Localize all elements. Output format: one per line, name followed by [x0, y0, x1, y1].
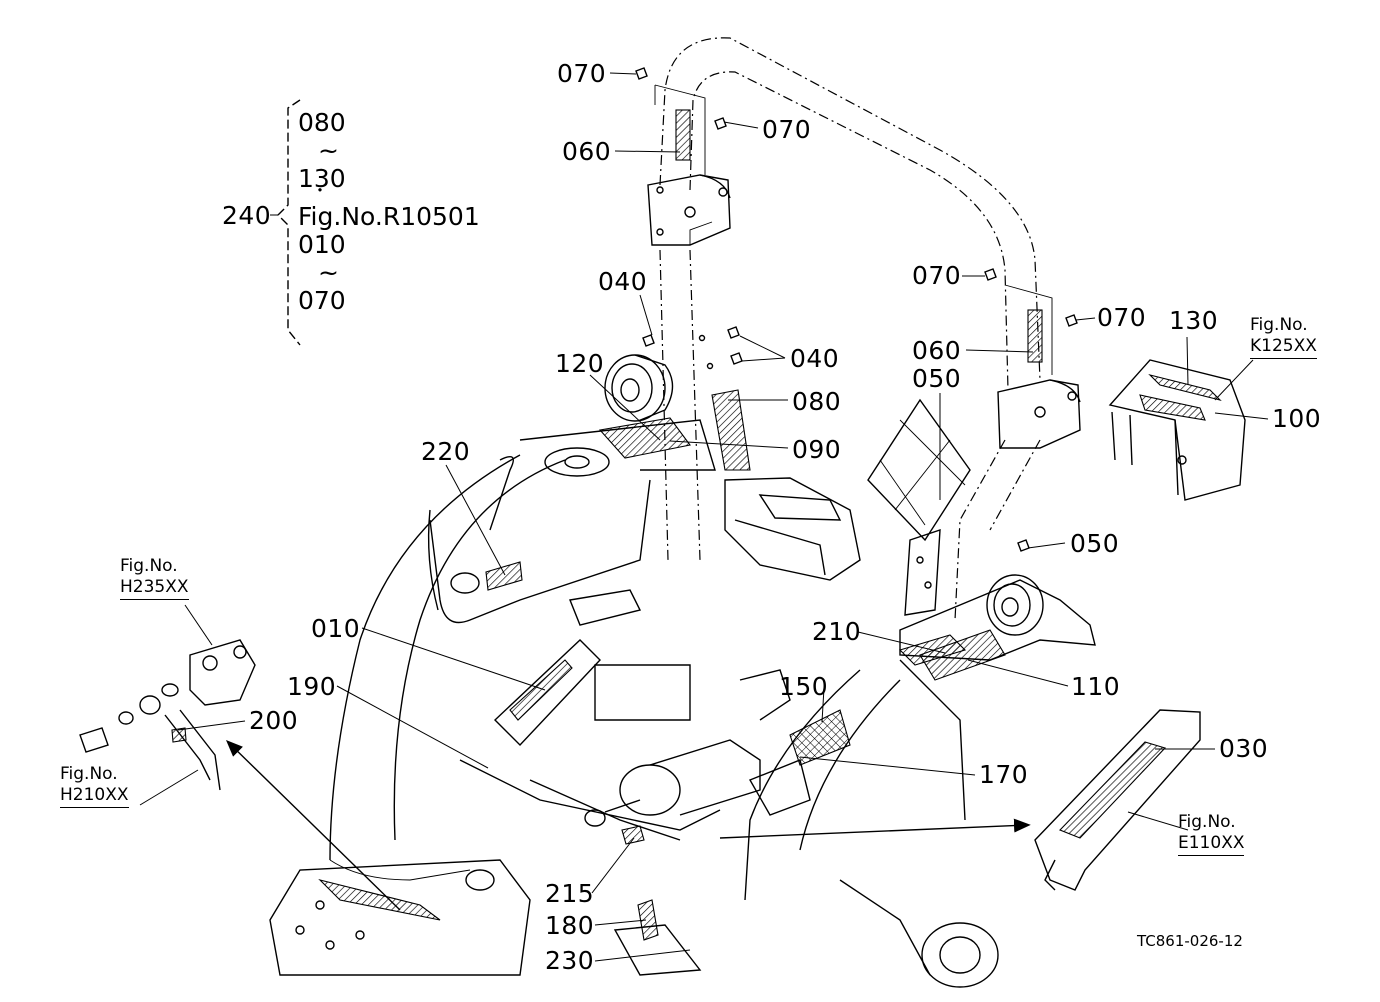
part-label-230[interactable]: 230: [545, 946, 595, 975]
fender-cap: [1108, 359, 1246, 501]
part-label-080[interactable]: 080: [792, 387, 842, 416]
fig-ref-h235[interactable]: Fig.No. H235XX: [120, 556, 189, 600]
drawing-code: TC861-026-12: [1137, 932, 1243, 950]
set-line: 070: [298, 286, 346, 315]
part-label-100[interactable]: 100: [1272, 404, 1322, 433]
part-label-040[interactable]: 040: [790, 344, 840, 373]
rear-axle-hub: [839, 879, 999, 988]
set-240-contents: 080 ~ 130 ・ Fig.No.R10501 010 ~ 070: [298, 110, 480, 316]
mid-frame: [459, 589, 721, 841]
part-label-040[interactable]: 040: [598, 267, 648, 296]
arrow-to-valve: [225, 740, 401, 911]
fig-ref-code: K125XX: [1250, 336, 1317, 359]
rops-bracket-left: [647, 84, 731, 246]
part-label-170[interactable]: 170: [979, 760, 1029, 789]
part-label-060[interactable]: 060: [562, 137, 612, 166]
right-step: [1034, 709, 1201, 891]
part-label-210[interactable]: 210: [812, 617, 862, 646]
part-label-090[interactable]: 090: [792, 435, 842, 464]
part-label-130[interactable]: 130: [1169, 306, 1219, 335]
fig-ref-e110[interactable]: Fig.No. E110XX: [1178, 812, 1245, 856]
part-label-060[interactable]: 060: [912, 336, 962, 365]
center-console: [711, 389, 861, 581]
set-bracket: [270, 99, 301, 346]
part-label-070[interactable]: 070: [1097, 303, 1147, 332]
set-line: ~: [318, 258, 339, 287]
set-line: Fig.No.R10501: [298, 202, 480, 231]
part-label-050[interactable]: 050: [912, 364, 962, 393]
fig-ref-code: H235XX: [120, 577, 189, 600]
arrow-to-step: [719, 818, 1031, 839]
set-line: 080: [298, 108, 346, 137]
part-label-190[interactable]: 190: [287, 672, 337, 701]
part-label-180[interactable]: 180: [545, 911, 595, 940]
hydraulic-valve: [79, 639, 256, 791]
small-decals: [635, 67, 1078, 552]
set-line: 010: [298, 230, 346, 259]
set-line: ~: [318, 136, 339, 165]
part-label-220[interactable]: 220: [421, 437, 471, 466]
rops-bracket-right: [997, 284, 1081, 449]
fig-ref-prefix: Fig.No.: [60, 764, 118, 784]
fig-ref-code: H210XX: [60, 785, 129, 808]
set-line: 130: [298, 164, 346, 193]
part-label-120[interactable]: 120: [555, 349, 605, 378]
part-label-030[interactable]: 030: [1219, 734, 1269, 763]
fig-ref-prefix: Fig.No.: [120, 556, 178, 576]
part-label-010[interactable]: 010: [311, 614, 361, 643]
part-label-070[interactable]: 070: [762, 115, 812, 144]
floor-step: [269, 859, 702, 976]
part-label-070[interactable]: 070: [557, 59, 607, 88]
left-wheel: [604, 354, 674, 422]
leader-lines: [139, 72, 1269, 962]
rops-frame: [659, 37, 1041, 621]
right-wheel: [986, 574, 1044, 636]
part-label-150[interactable]: 150: [779, 672, 829, 701]
fig-ref-prefix: Fig.No.: [1250, 315, 1308, 335]
part-label-110[interactable]: 110: [1071, 672, 1121, 701]
part-label-070[interactable]: 070: [912, 261, 962, 290]
seat-plate: [867, 398, 971, 616]
part-label-240[interactable]: 240: [222, 201, 272, 230]
left-fender: [329, 417, 716, 881]
fig-ref-h210[interactable]: Fig.No. H210XX: [60, 764, 129, 808]
driveshaft: [584, 669, 851, 845]
fig-ref-code: E110XX: [1178, 833, 1245, 856]
fig-ref-prefix: Fig.No.: [1178, 812, 1236, 832]
part-label-215[interactable]: 215: [545, 879, 595, 908]
set-line: ・: [312, 181, 329, 200]
part-label-200[interactable]: 200: [249, 706, 299, 735]
part-label-050[interactable]: 050: [1070, 529, 1120, 558]
fig-ref-k125[interactable]: Fig.No. K125XX: [1250, 315, 1317, 359]
